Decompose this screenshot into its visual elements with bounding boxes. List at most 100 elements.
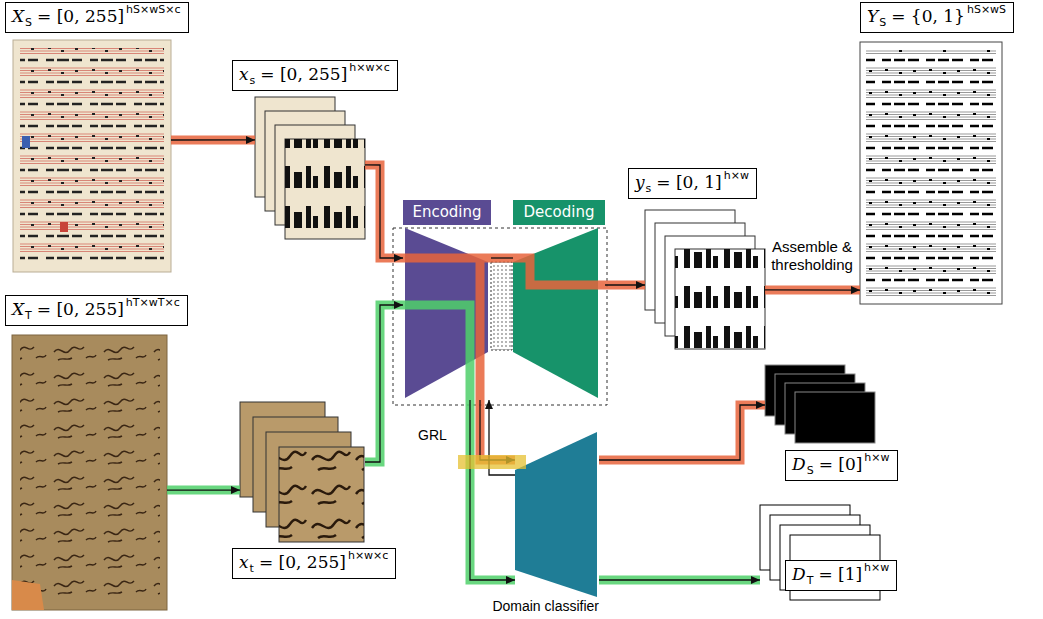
connector-line: [599, 405, 765, 460]
arrow-head: [485, 400, 493, 409]
value-range: = [0, 255]: [37, 299, 124, 319]
symbol: X: [12, 299, 24, 319]
subscript: S: [807, 464, 814, 477]
flow-connector: [365, 301, 403, 462]
node-text: Decoding: [524, 203, 595, 221]
connector-line: [599, 579, 760, 580]
dimension-superscript: hS×wS×c: [126, 3, 180, 16]
formula-label: xs = [0, 255]h×w×c: [232, 60, 398, 91]
prediction-patches: ys= [0, 1]h×w: [645, 210, 765, 350]
source-domain-maps: DS= [0]h×w: [765, 365, 877, 443]
data-stream: [605, 281, 645, 290]
target-domain-maps: DT= [1]h×w: [760, 505, 882, 600]
connector-line: [167, 489, 240, 490]
target-manuscript: XT= [0, 255]hT×wT×c: [12, 335, 167, 610]
data-stream: [480, 400, 515, 460]
node-text: Domain classifier: [492, 598, 599, 614]
value-range: = [0, 255]: [259, 552, 346, 572]
connector-line: [470, 400, 515, 580]
data-stream: [491, 254, 513, 263]
flow-connector: [171, 136, 255, 144]
formula-label: DS= [0]h×w: [785, 450, 898, 481]
symbol: D: [792, 564, 806, 584]
formula-label: xt = [0, 255]h×w×c: [232, 548, 396, 579]
edge-label: Assemble & thresholding: [764, 238, 860, 274]
flow-connector: [605, 281, 645, 289]
symbol: Y: [867, 6, 878, 26]
connector-line: [171, 139, 255, 140]
data-stream: [167, 486, 240, 495]
formula-label: XT = [0, 255]hT×wT×c: [5, 295, 188, 326]
connector-line: [765, 289, 860, 291]
dimension-superscript: h×w: [724, 169, 749, 182]
flow-connector: [470, 400, 515, 584]
data-stream: [599, 405, 765, 460]
subscript: T: [807, 574, 814, 587]
dimension-superscript: h×w: [864, 451, 889, 464]
flow-connector: [599, 401, 765, 460]
block-label: Encoding: [403, 200, 491, 225]
arrow-head: [231, 486, 240, 494]
flow-connector: [491, 258, 513, 259]
flow-connector: [167, 486, 240, 494]
target-patches: xt= [0, 255]h×w×c: [240, 402, 365, 542]
formula-label: DT = [1]h×w: [785, 560, 897, 591]
connector-line: [491, 257, 513, 258]
flow-connector: [599, 576, 760, 584]
arrow-head: [394, 254, 403, 262]
dimension-superscript: h×w: [864, 561, 889, 574]
subscript: t: [250, 562, 254, 575]
arrow-head: [756, 401, 765, 409]
part-label: Domain classifier: [492, 598, 599, 614]
value-range: = {0, 1}: [891, 6, 965, 26]
dimension-superscript: hT×wT×c: [126, 296, 180, 309]
subscript: T: [25, 309, 32, 322]
block-label: Decoding: [513, 200, 605, 225]
connector-line: [480, 400, 515, 460]
node-text: GRL: [418, 427, 447, 443]
data-stream: [470, 400, 515, 580]
value-range: = [0, 1]: [656, 172, 721, 192]
value-range: = [0, 255]: [260, 64, 347, 84]
dimension-superscript: h×w×c: [349, 61, 389, 74]
dimension-superscript: hS×wS: [967, 3, 1006, 16]
data-stream: [365, 165, 403, 258]
dimension-superscript: h×w×c: [348, 549, 388, 562]
value-range: = [0, 255]: [37, 6, 124, 26]
decoder-block: Decoding: [513, 200, 605, 400]
symbol: x: [239, 64, 249, 84]
symbol: X: [12, 6, 24, 26]
domain-classifier: Domain classifier: [515, 430, 599, 598]
symbol: D: [792, 454, 806, 474]
formula-label: YS = {0, 1}hS×wS: [860, 2, 1014, 33]
connector-line: [365, 165, 403, 258]
subscript: S: [879, 16, 886, 29]
arrow-head: [851, 286, 860, 294]
source-manuscript: XS= [0, 255]hS×wS×c: [13, 40, 171, 272]
flow-connector: [765, 286, 860, 294]
data-stream: [171, 135, 255, 144]
value-range: = [1]: [818, 564, 862, 584]
grl-layer: GRL: [458, 455, 526, 469]
subscript: S: [25, 16, 32, 29]
data-stream: [365, 305, 403, 462]
flow-connector: [365, 165, 403, 262]
arrow-head: [506, 576, 515, 584]
binarized-page: YS= {0, 1}hS×wS: [860, 42, 1002, 304]
formula-label: ys = [0, 1]h×w: [628, 168, 757, 199]
data-stream: [599, 576, 760, 585]
data-stream: [765, 285, 860, 294]
symbol: y: [635, 172, 645, 192]
subscript: s: [250, 74, 256, 87]
arrow-head: [394, 301, 403, 309]
source-patches: xs= [0, 255]h×w×c: [255, 97, 365, 245]
arrow-head: [636, 281, 645, 289]
part-label: GRL: [418, 427, 447, 443]
arrow-head: [751, 576, 760, 584]
connector-line: [365, 305, 403, 462]
subscript: s: [646, 182, 652, 195]
symbol: x: [239, 552, 249, 572]
arrow-head: [246, 136, 255, 144]
formula-label: XS = [0, 255]hS×wS×c: [5, 2, 189, 33]
node-text: Encoding: [412, 203, 481, 221]
